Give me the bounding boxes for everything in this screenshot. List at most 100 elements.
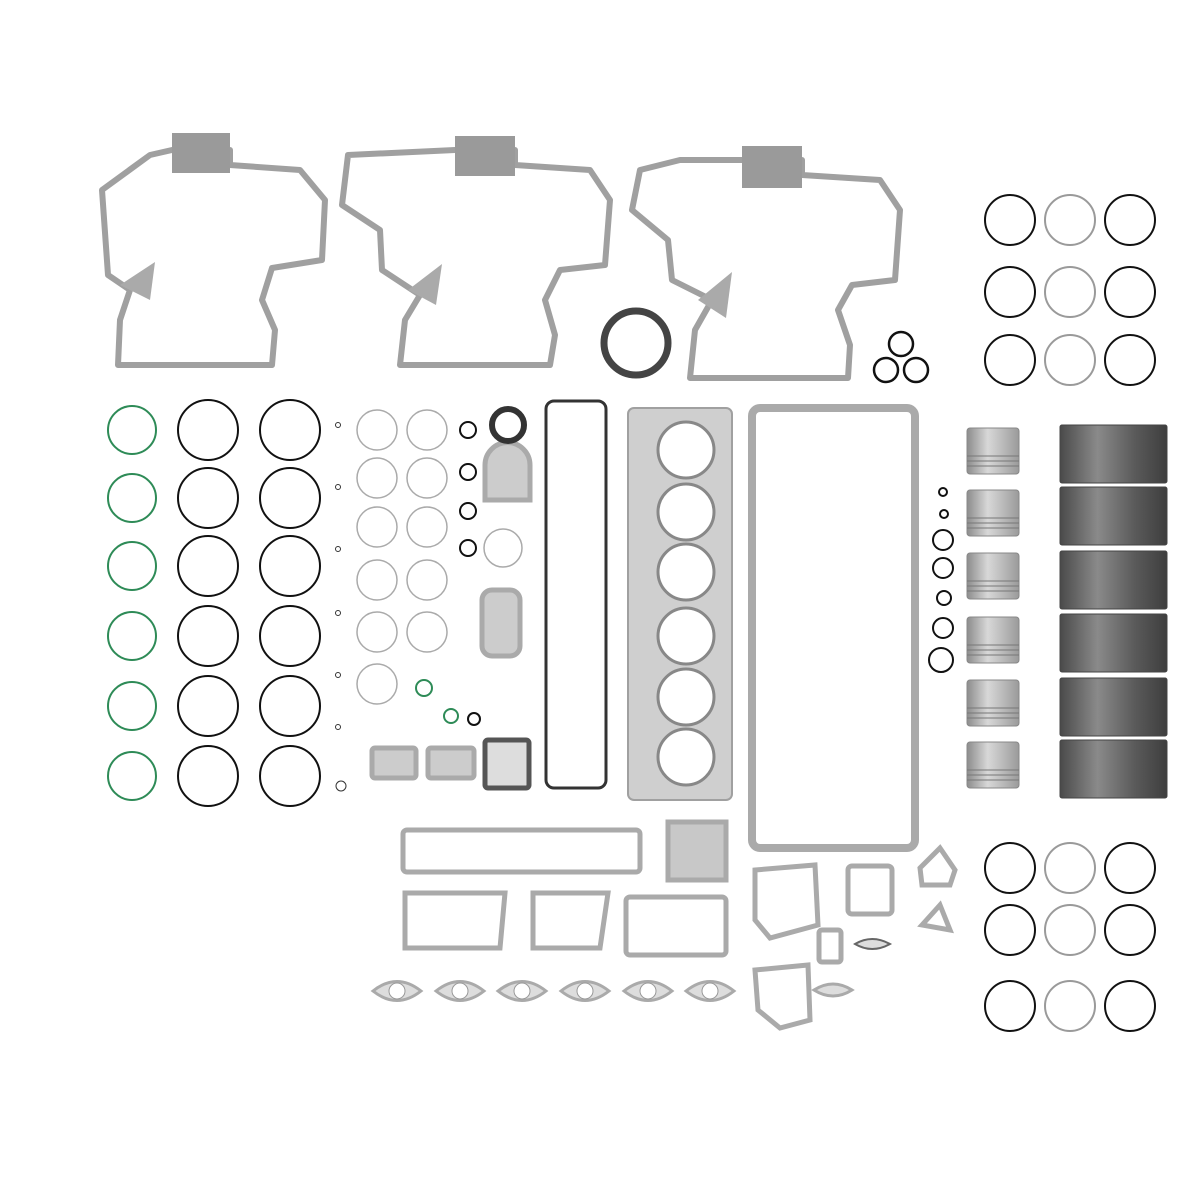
seal-ring-gray [356,409,398,451]
triangle-gasket-2 [917,900,954,934]
cylinder-liner [1059,739,1168,799]
small-o-ring [467,712,481,726]
small-flange-gasket [811,982,855,998]
exhaust-gasket-small-2 [425,745,477,781]
cylinder-head-gasket [627,407,733,801]
piston-ring [1044,904,1096,956]
valve-cover-gasket [544,399,608,790]
head-gasket-bore [656,542,716,602]
turbo-flange-gasket [482,737,532,791]
seal-ring-gray [406,457,448,499]
liner-o-ring-green [107,611,157,661]
small-o-ring [459,463,477,481]
piston-ring [984,194,1036,246]
seal-ring-gray [356,663,398,705]
liner-o-ring-black [259,605,321,667]
exhaust-gasket-port [513,982,531,1000]
piston-ring [1044,334,1096,386]
liner-o-ring-black [259,745,321,807]
head-gasket-bore [656,420,716,480]
intake-manifold-gasket [400,827,643,875]
small-o-ring [936,590,952,606]
half-ring-seal [482,440,533,503]
front-cover-gasket-2 [339,136,613,368]
housing-gasket [752,962,813,1031]
small-o-ring [938,487,948,497]
piston-ring [1104,194,1156,246]
seal-ring-gray [406,611,448,653]
head-gasket-bore [656,606,716,666]
small-o-ring-green [443,708,459,724]
piston [966,679,1020,727]
liner-o-ring-black [177,605,239,667]
small-o-ring-green [415,679,433,697]
cylinder-liner [1059,424,1168,484]
front-seal [489,406,527,444]
piston-ring [984,334,1036,386]
tiny-o-ring [335,724,341,730]
liner-o-ring-green [107,681,157,731]
small-o-ring [459,502,477,520]
tiny-o-ring [335,546,341,552]
triangle-gasket-1 [917,844,958,888]
piston-ring [1044,266,1096,318]
piston-ring [1044,194,1096,246]
seal-ring-gray [356,559,398,601]
front-cover-gasket-1 [99,133,328,368]
tiny-o-ring [335,610,341,616]
seal-ring-gray [483,528,523,568]
tiny-o-ring [335,780,347,792]
piston-ring [1104,266,1156,318]
seal-ring-gray [406,559,448,601]
tiny-o-ring [335,484,341,490]
piston-ring [1104,904,1156,956]
liner-o-ring-green [107,405,157,455]
small-o-ring [928,647,954,673]
piston [966,427,1020,475]
seal-ring-gray [406,409,448,451]
oil-cooler-gasket [623,894,729,958]
piston-ring [984,842,1036,894]
piston [966,616,1020,664]
seal-ring-gray [406,506,448,548]
exhaust-gasket-port [701,982,719,1000]
water-pump-gasket [665,819,729,883]
small-o-ring [932,617,954,639]
tiny-o-ring [335,422,341,428]
misc-gaskets [369,406,958,1031]
piston [966,489,1020,537]
exhaust-gasket-port [388,982,406,1000]
rear-crank-seal [600,307,672,379]
head-gasket-bore [656,727,716,787]
thermostat-gasket [752,862,821,941]
liner-o-ring-black [177,535,239,597]
liner-o-ring-black [177,675,239,737]
exhaust-gasket-port [451,982,469,1000]
small-o-ring [459,539,477,557]
small-o-ring-cluster [872,330,930,384]
cylinder-liner [1059,677,1168,737]
piston-ring [1104,980,1156,1032]
piston-ring [1104,842,1156,894]
turbo-gasket [845,863,895,917]
oil-filter-adapter-gasket [479,587,523,659]
liner-o-ring-black [259,399,321,461]
front-cover-gasket-3 [629,146,903,381]
head-gasket-bore [656,667,716,727]
small-flange-gasket [853,938,893,950]
small-plate-gasket [816,927,844,965]
tiny-o-ring [335,672,341,678]
side-cover-gasket-2 [530,890,611,951]
liner-o-ring-green [107,473,157,523]
cylinder-liner [1059,613,1168,673]
piston-ring [1104,334,1156,386]
liner-o-ring-green [107,541,157,591]
small-o-ring [939,509,949,519]
side-cover-gasket-1 [402,890,508,951]
oil-pan-gasket [748,404,919,852]
liner-o-ring-black [177,399,239,461]
liner-o-ring-black [177,467,239,529]
piston [966,552,1020,600]
